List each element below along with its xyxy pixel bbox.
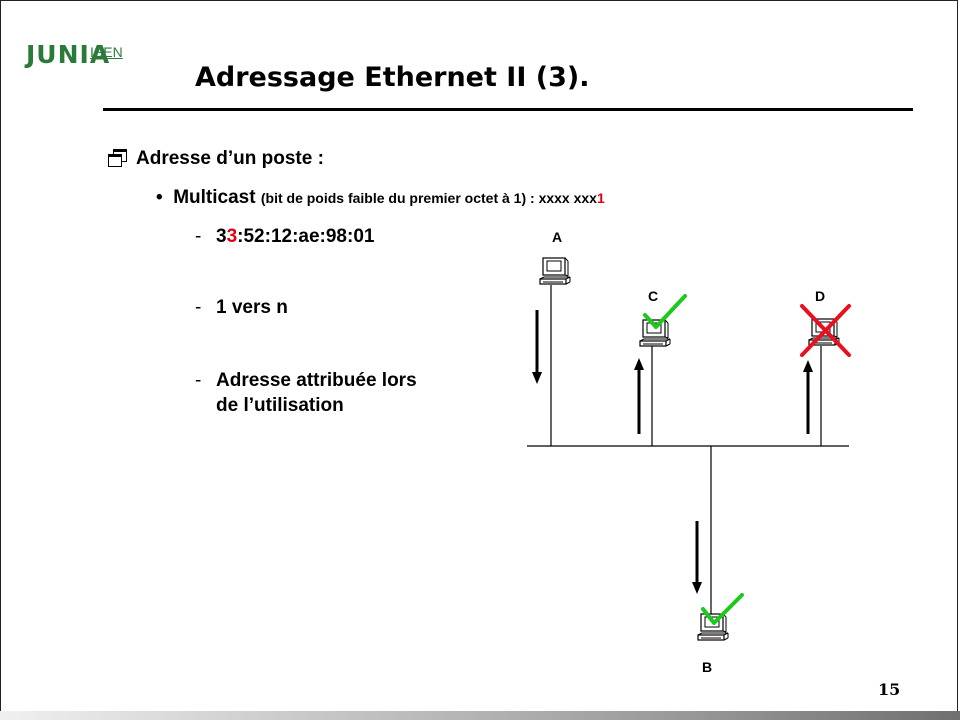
title-underline <box>103 108 913 111</box>
logo-junia: JUNIA <box>26 40 111 69</box>
arrow-up-d <box>803 360 813 434</box>
page-number: 15 <box>878 680 901 699</box>
windows-bullet-icon <box>108 149 128 167</box>
junia-isen-logo: JUNIA ISEN <box>26 40 123 69</box>
node-label-d: D <box>815 288 825 304</box>
subitem-one-to-n: -1 vers n <box>195 295 288 320</box>
subitem-address: -33:52:12:ae:98:01 <box>195 224 374 249</box>
address-rest: :52:12:ae:98:01 <box>237 226 375 247</box>
multicast-term: Multicast <box>173 187 256 208</box>
check-b-icon <box>701 593 744 625</box>
bottom-gradient-bar <box>0 711 960 720</box>
computer-a-icon <box>539 257 571 285</box>
dash: - <box>195 226 202 247</box>
arrow-down-b <box>692 521 702 594</box>
check-c-icon <box>643 294 687 329</box>
assigned-line2: de l’utilisation <box>216 395 344 416</box>
assigned-line1: Adresse attribuée lors <box>216 370 417 391</box>
node-label-c: C <box>648 288 658 304</box>
heading-text: Adresse d’un poste : <box>136 148 324 169</box>
arrow-up-c <box>634 358 644 434</box>
heading-adresse-poste: Adresse d’un poste : <box>108 148 324 170</box>
cross-d-icon <box>800 304 851 357</box>
node-label-b: B <box>702 659 712 675</box>
subitem-assigned: -Adresse attribuée lors de l’utilisation <box>195 368 417 418</box>
one-to-n-text: 1 vers n <box>216 297 288 318</box>
computer-b-icon <box>697 613 729 641</box>
multicast-sep: : <box>526 190 539 206</box>
address-highlight: 3 <box>226 226 238 247</box>
arrow-down-a <box>532 310 542 384</box>
dash: - <box>195 370 202 391</box>
bullet-multicast: • Multicast (bit de poids faible du prem… <box>156 187 605 209</box>
logo-isen: ISEN <box>90 44 123 60</box>
dash: - <box>195 297 202 318</box>
node-label-a: A <box>552 229 562 245</box>
bullet-dot: • <box>156 187 174 208</box>
multicast-detail: (bit de poids faible du premier octet à … <box>260 190 527 206</box>
multicast-bit-one: 1 <box>596 190 605 206</box>
multicast-bits: xxxx xxx <box>538 190 597 206</box>
address-prefix: 3 <box>216 226 227 247</box>
slide-title: Adressage Ethernet II (3). <box>195 62 590 93</box>
